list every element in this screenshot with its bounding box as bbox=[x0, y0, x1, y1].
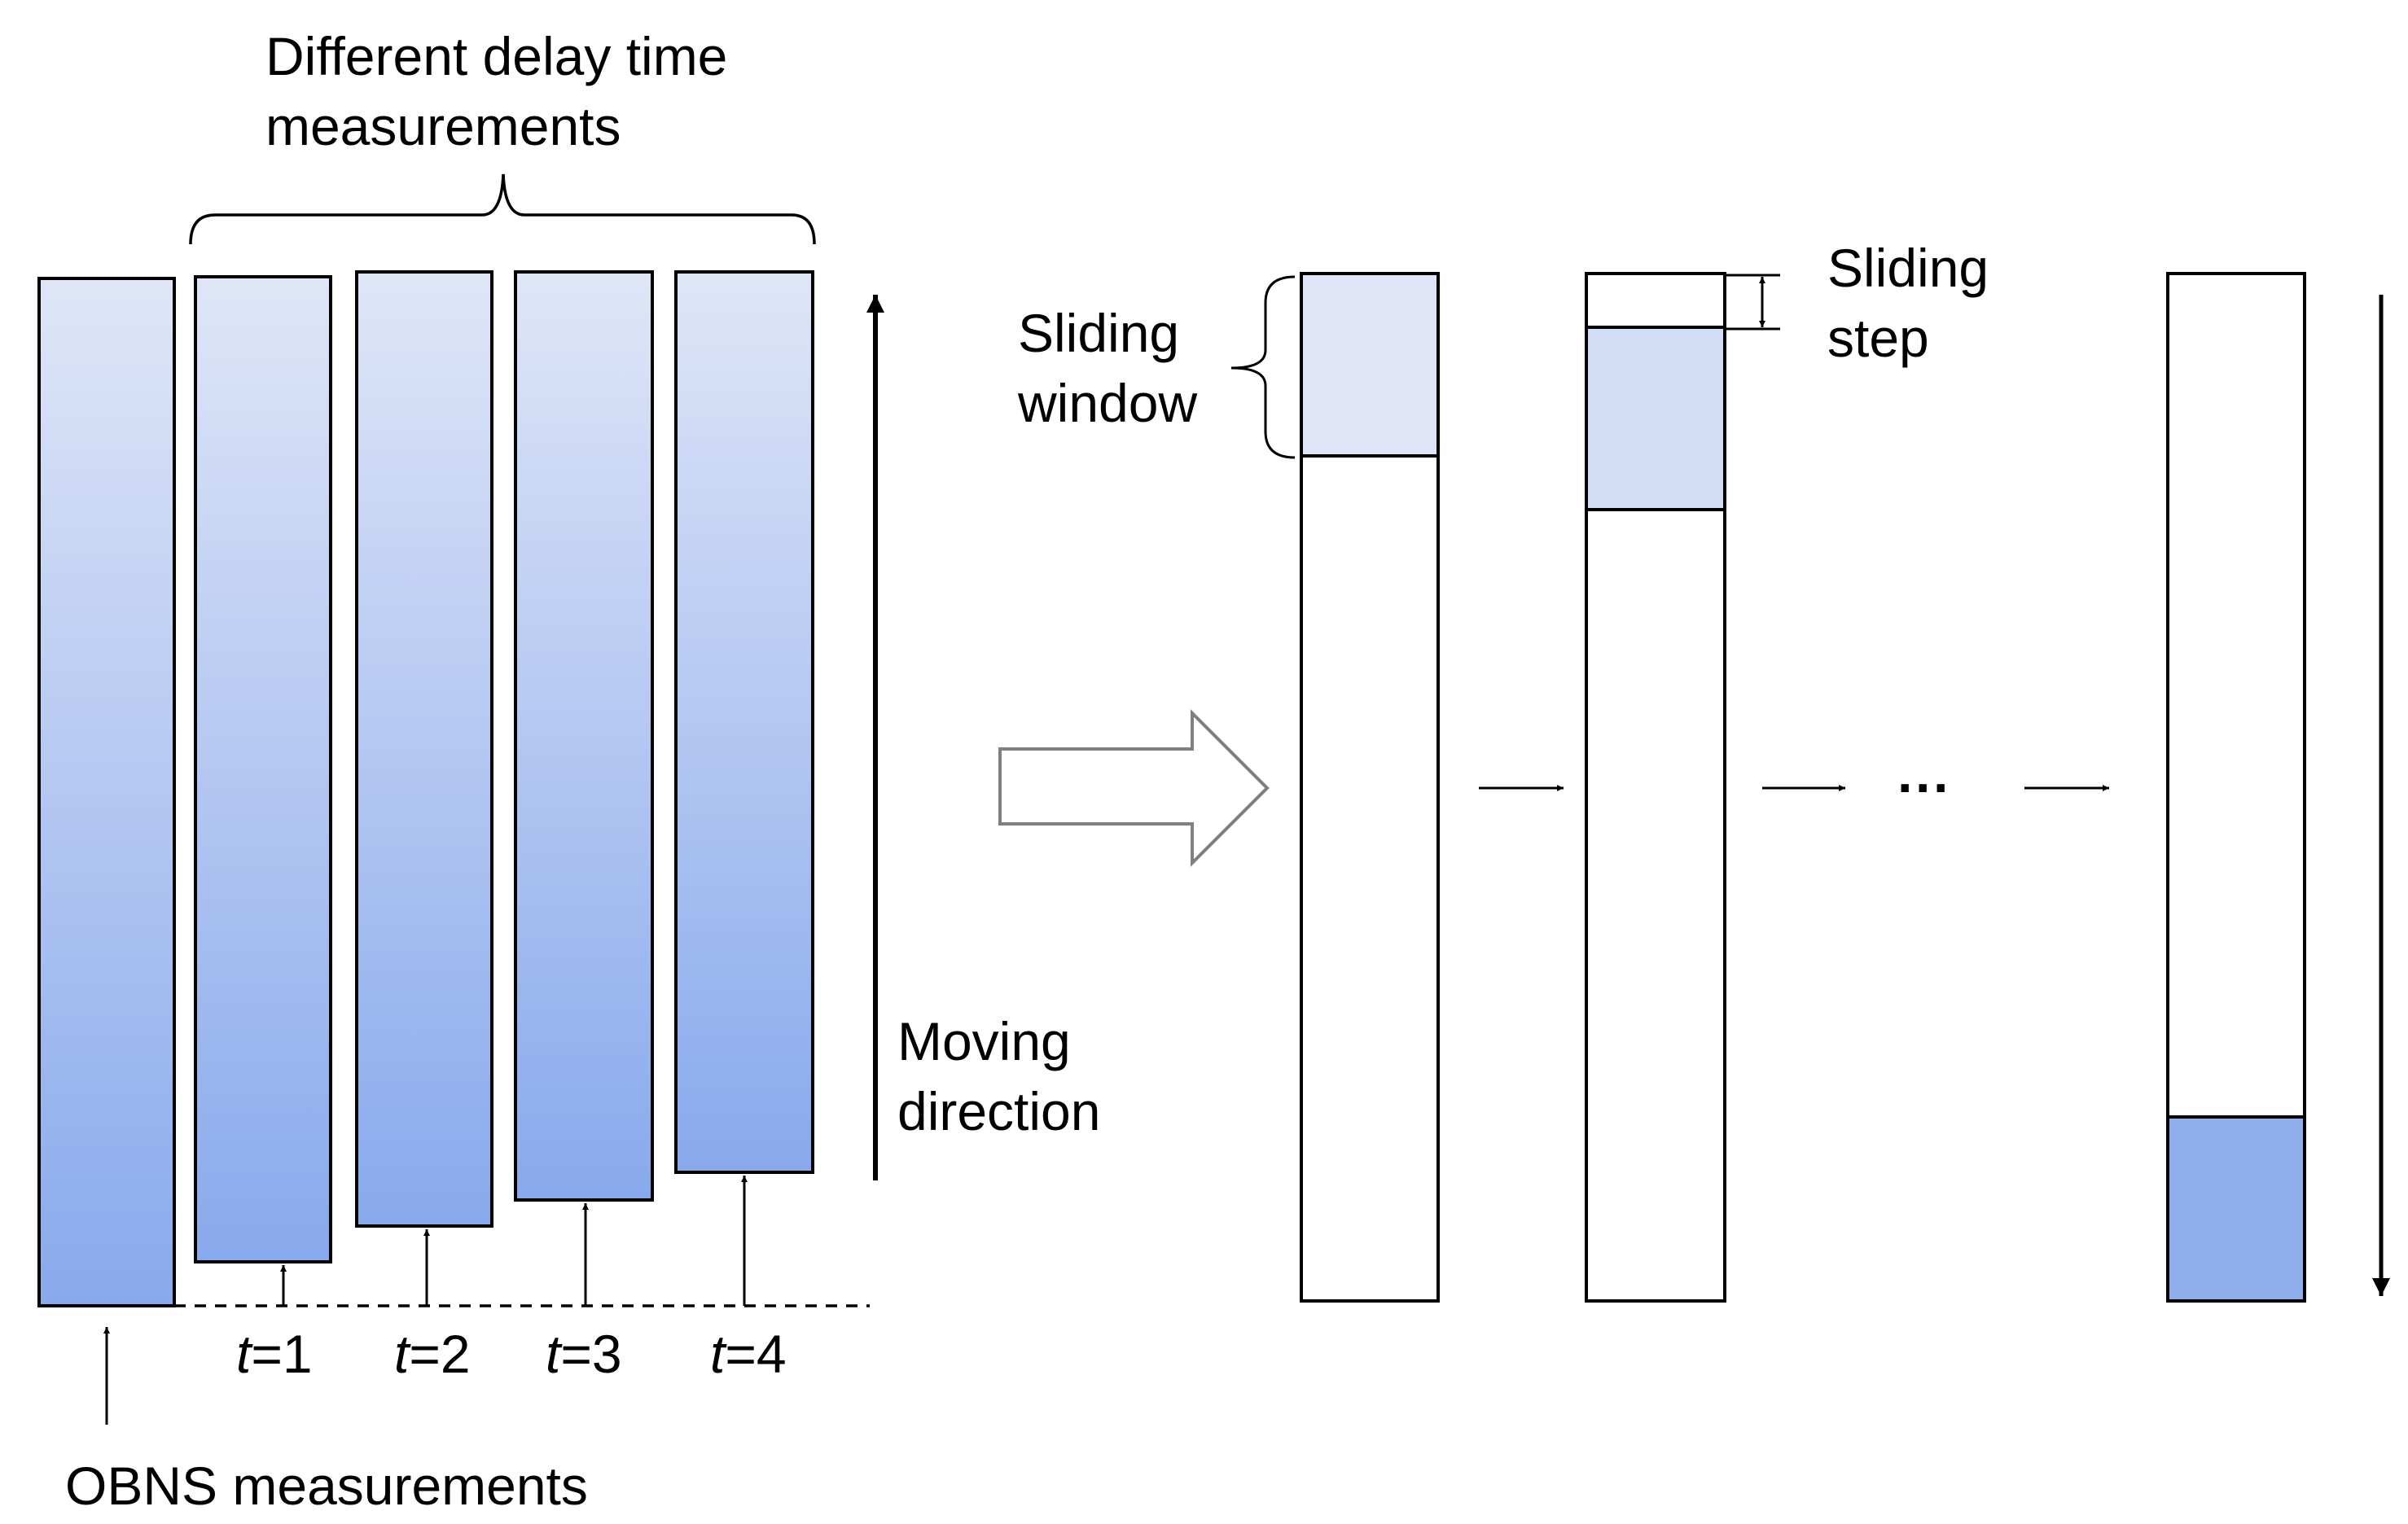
time-label-t3: t=3 bbox=[546, 1324, 622, 1384]
sliding-step-line1: Sliding bbox=[1827, 238, 1989, 298]
sliding-window-last bbox=[2166, 1115, 2306, 1303]
time-var-t3: t bbox=[546, 1324, 563, 1384]
delay-title-line1: Different delay time bbox=[265, 26, 727, 86]
moving-direction-line2: direction bbox=[897, 1081, 1100, 1141]
delay-bar-t3 bbox=[514, 270, 654, 1202]
sliding-window-line2: window bbox=[1017, 373, 1197, 433]
delay-bar-t1 bbox=[194, 275, 332, 1263]
delay-bar-t4 bbox=[674, 270, 814, 1174]
time-value-t3: =3 bbox=[560, 1324, 621, 1384]
time-var-t4: t bbox=[710, 1324, 727, 1384]
time-value-t4: =4 bbox=[725, 1324, 786, 1384]
time-var-t1: t bbox=[236, 1324, 253, 1384]
delay-title-line2: measurements bbox=[265, 96, 621, 156]
time-value-t1: =1 bbox=[251, 1324, 312, 1384]
ellipsis: ··· bbox=[1897, 757, 1951, 817]
delay-bar-t2 bbox=[355, 270, 493, 1228]
obns-label: OBNS measurements bbox=[65, 1456, 588, 1516]
sliding-window-brace bbox=[1230, 275, 1296, 459]
sliding-step-line2: step bbox=[1827, 308, 1929, 368]
sliding-window-1 bbox=[1300, 272, 1440, 458]
time-label-t2: t=2 bbox=[394, 1324, 471, 1384]
sliding-window-2 bbox=[1585, 326, 1726, 511]
time-label-t1: t=1 bbox=[236, 1324, 313, 1384]
time-label-t4: t=4 bbox=[710, 1324, 787, 1384]
moving-direction-line1: Moving bbox=[897, 1011, 1071, 1071]
delay-group-brace bbox=[189, 173, 816, 245]
time-value-t2: =2 bbox=[409, 1324, 470, 1384]
obns-measurement-bar bbox=[37, 277, 176, 1307]
sliding-window-line1: Sliding bbox=[1018, 303, 1179, 363]
time-var-t2: t bbox=[394, 1324, 411, 1384]
transition-hollow-arrow bbox=[998, 709, 1270, 867]
